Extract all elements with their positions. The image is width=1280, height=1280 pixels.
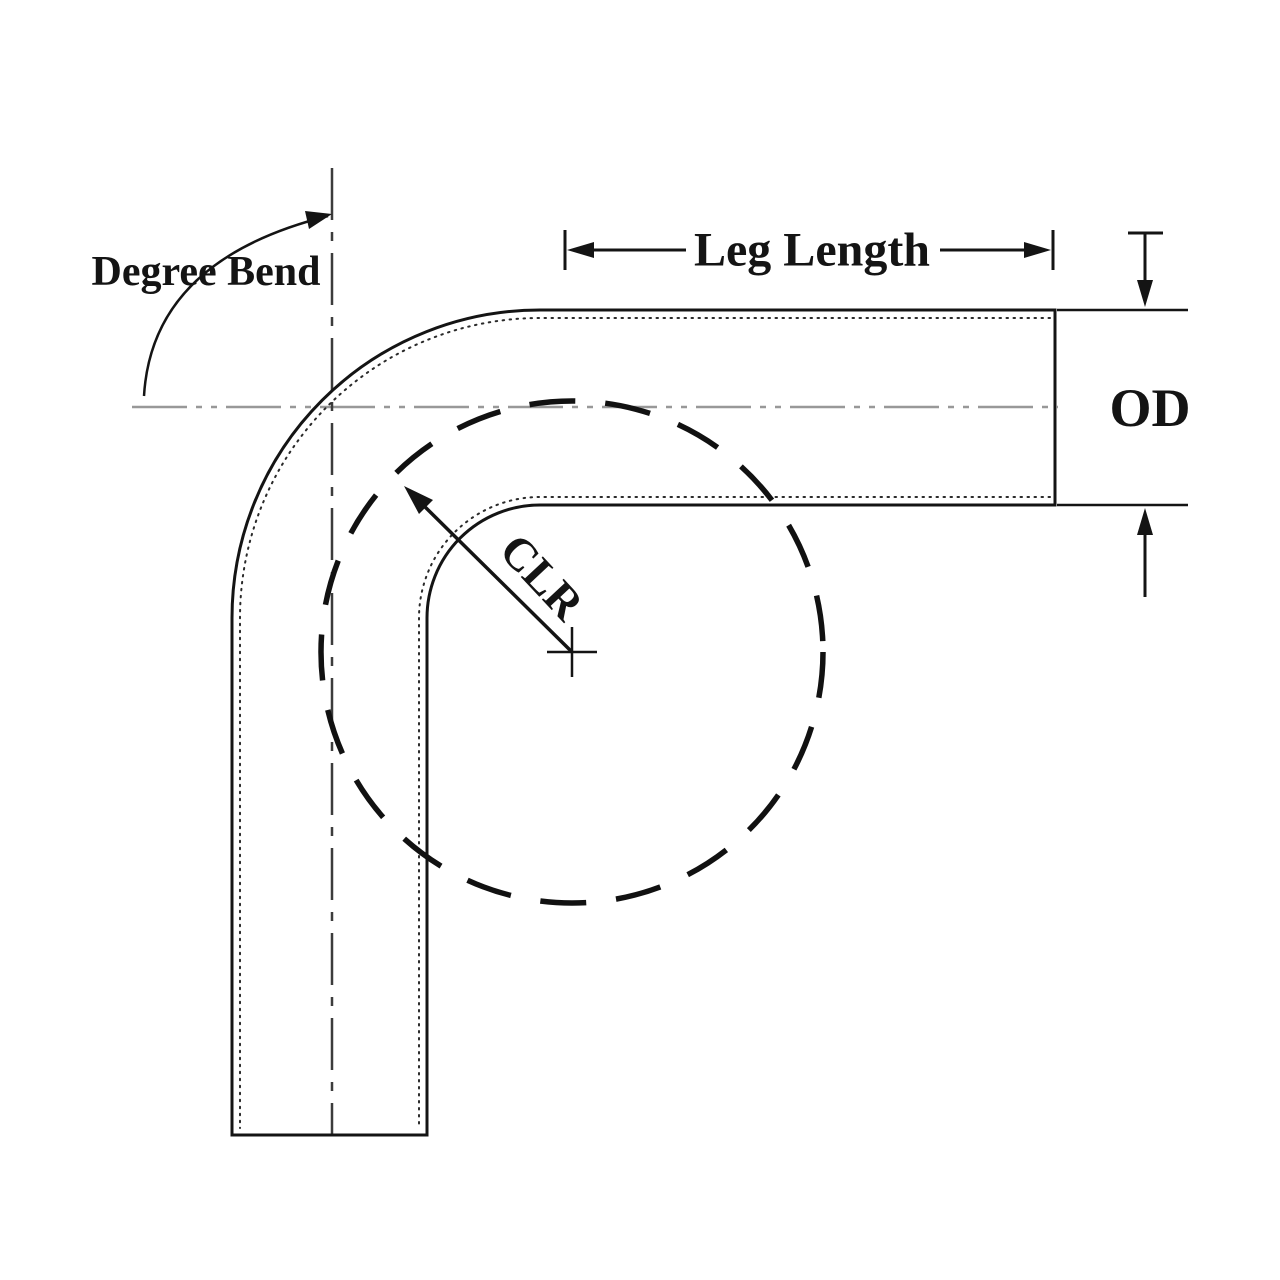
degree-bend-label: Degree Bend [91, 249, 320, 295]
leg-length-arrowhead-left-icon [567, 242, 594, 258]
tube-wall-outer-dotted [239, 316, 1051, 1129]
od-arrowhead-up-icon [1137, 508, 1153, 535]
bend-radius-circle [318, 398, 826, 906]
leg-length-arrowhead-right-icon [1024, 242, 1051, 258]
degree-bend-arrowhead-icon [305, 211, 332, 229]
clr-label: CLR [490, 524, 594, 630]
tube-outline [230, 308, 1057, 1137]
leg-length-dimension: Leg Length [563, 224, 1055, 277]
clr-arrowhead-icon [404, 486, 433, 514]
od-label: OD [1110, 378, 1191, 438]
degree-bend-arc [142, 214, 329, 397]
clr-arrow-line [416, 498, 574, 654]
tube-wall-inner-dotted [418, 496, 1051, 1129]
clr-dimension: CLR [404, 486, 594, 654]
od-arrowhead-down-icon [1137, 280, 1153, 307]
leg-length-label: Leg Length [694, 224, 930, 277]
degree-bend-annotation: Degree Bend [91, 211, 332, 397]
od-dimension: OD [1057, 231, 1191, 597]
